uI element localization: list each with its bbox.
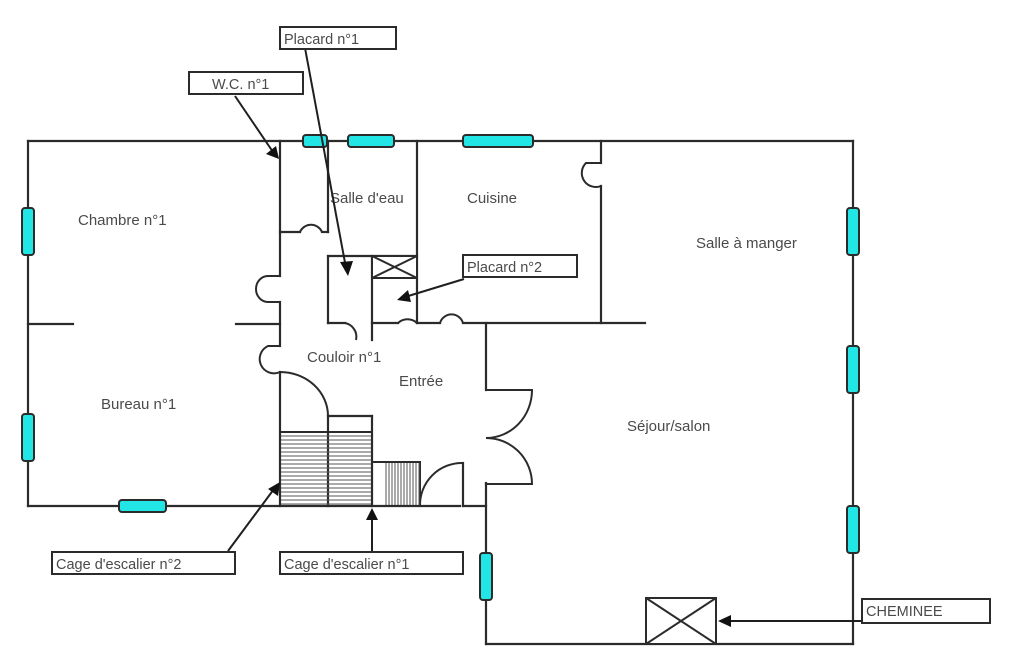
door-cuisine — [439, 313, 464, 324]
window — [118, 499, 167, 513]
svg-text:Cage d'escalier n°1: Cage d'escalier n°1 — [284, 557, 409, 573]
callout-cage-escalier-2: Cage d'escalier n°2 — [51, 551, 236, 575]
door-sejour-double — [485, 389, 534, 485]
door-placard-2 — [397, 318, 418, 324]
door-entree — [418, 461, 464, 507]
callout-placard-1: Placard n°1 — [279, 26, 397, 50]
window — [479, 552, 493, 601]
door-placard-1 — [344, 322, 358, 341]
door-bureau — [258, 345, 281, 375]
svg-text:W.C. n°1: W.C. n°1 — [212, 77, 269, 93]
callout-placard-2: Placard n°2 — [462, 254, 578, 278]
window — [846, 345, 860, 394]
window — [846, 207, 860, 256]
window — [21, 413, 35, 462]
room-label-chambre: Chambre n°1 — [78, 212, 167, 229]
leader-lines — [227, 47, 879, 627]
svg-text:CHEMINEE: CHEMINEE — [866, 604, 943, 620]
callout-cage-escalier-1: Cage d'escalier n°1 — [279, 551, 464, 575]
svg-text:Cage d'escalier n°2: Cage d'escalier n°2 — [56, 557, 181, 573]
room-labels: Chambre n°1 Bureau n°1 Salle d'eau Cuisi… — [78, 190, 797, 435]
stairs — [279, 414, 421, 508]
callout-cheminee: CHEMINEE — [861, 598, 991, 624]
svg-text:Placard n°2: Placard n°2 — [467, 260, 542, 276]
door-chambre — [255, 275, 280, 303]
room-label-sejour: Séjour/salon — [627, 418, 710, 435]
doors — [255, 162, 602, 507]
window — [846, 505, 860, 554]
window — [347, 134, 395, 148]
svg-text:Placard n°1: Placard n°1 — [284, 32, 359, 48]
door-couloir — [279, 371, 329, 417]
room-label-cuisine: Cuisine — [467, 190, 517, 207]
door-wc — [299, 223, 323, 233]
interior-walls — [26, 139, 647, 508]
room-label-entree: Entrée — [399, 373, 443, 390]
room-label-couloir: Couloir n°1 — [307, 349, 381, 366]
room-label-salle-eau: Salle d'eau — [330, 190, 404, 207]
windows — [21, 134, 860, 601]
fixtures — [371, 255, 717, 645]
room-label-salle-manger: Salle à manger — [696, 235, 797, 252]
cheminee-box — [645, 597, 717, 645]
room-label-bureau: Bureau n°1 — [101, 396, 176, 413]
door-salle-manger — [580, 162, 602, 188]
placard-1-box — [371, 255, 418, 279]
window — [462, 134, 534, 148]
window — [21, 207, 35, 256]
callout-wc-1: W.C. n°1 — [188, 71, 304, 95]
